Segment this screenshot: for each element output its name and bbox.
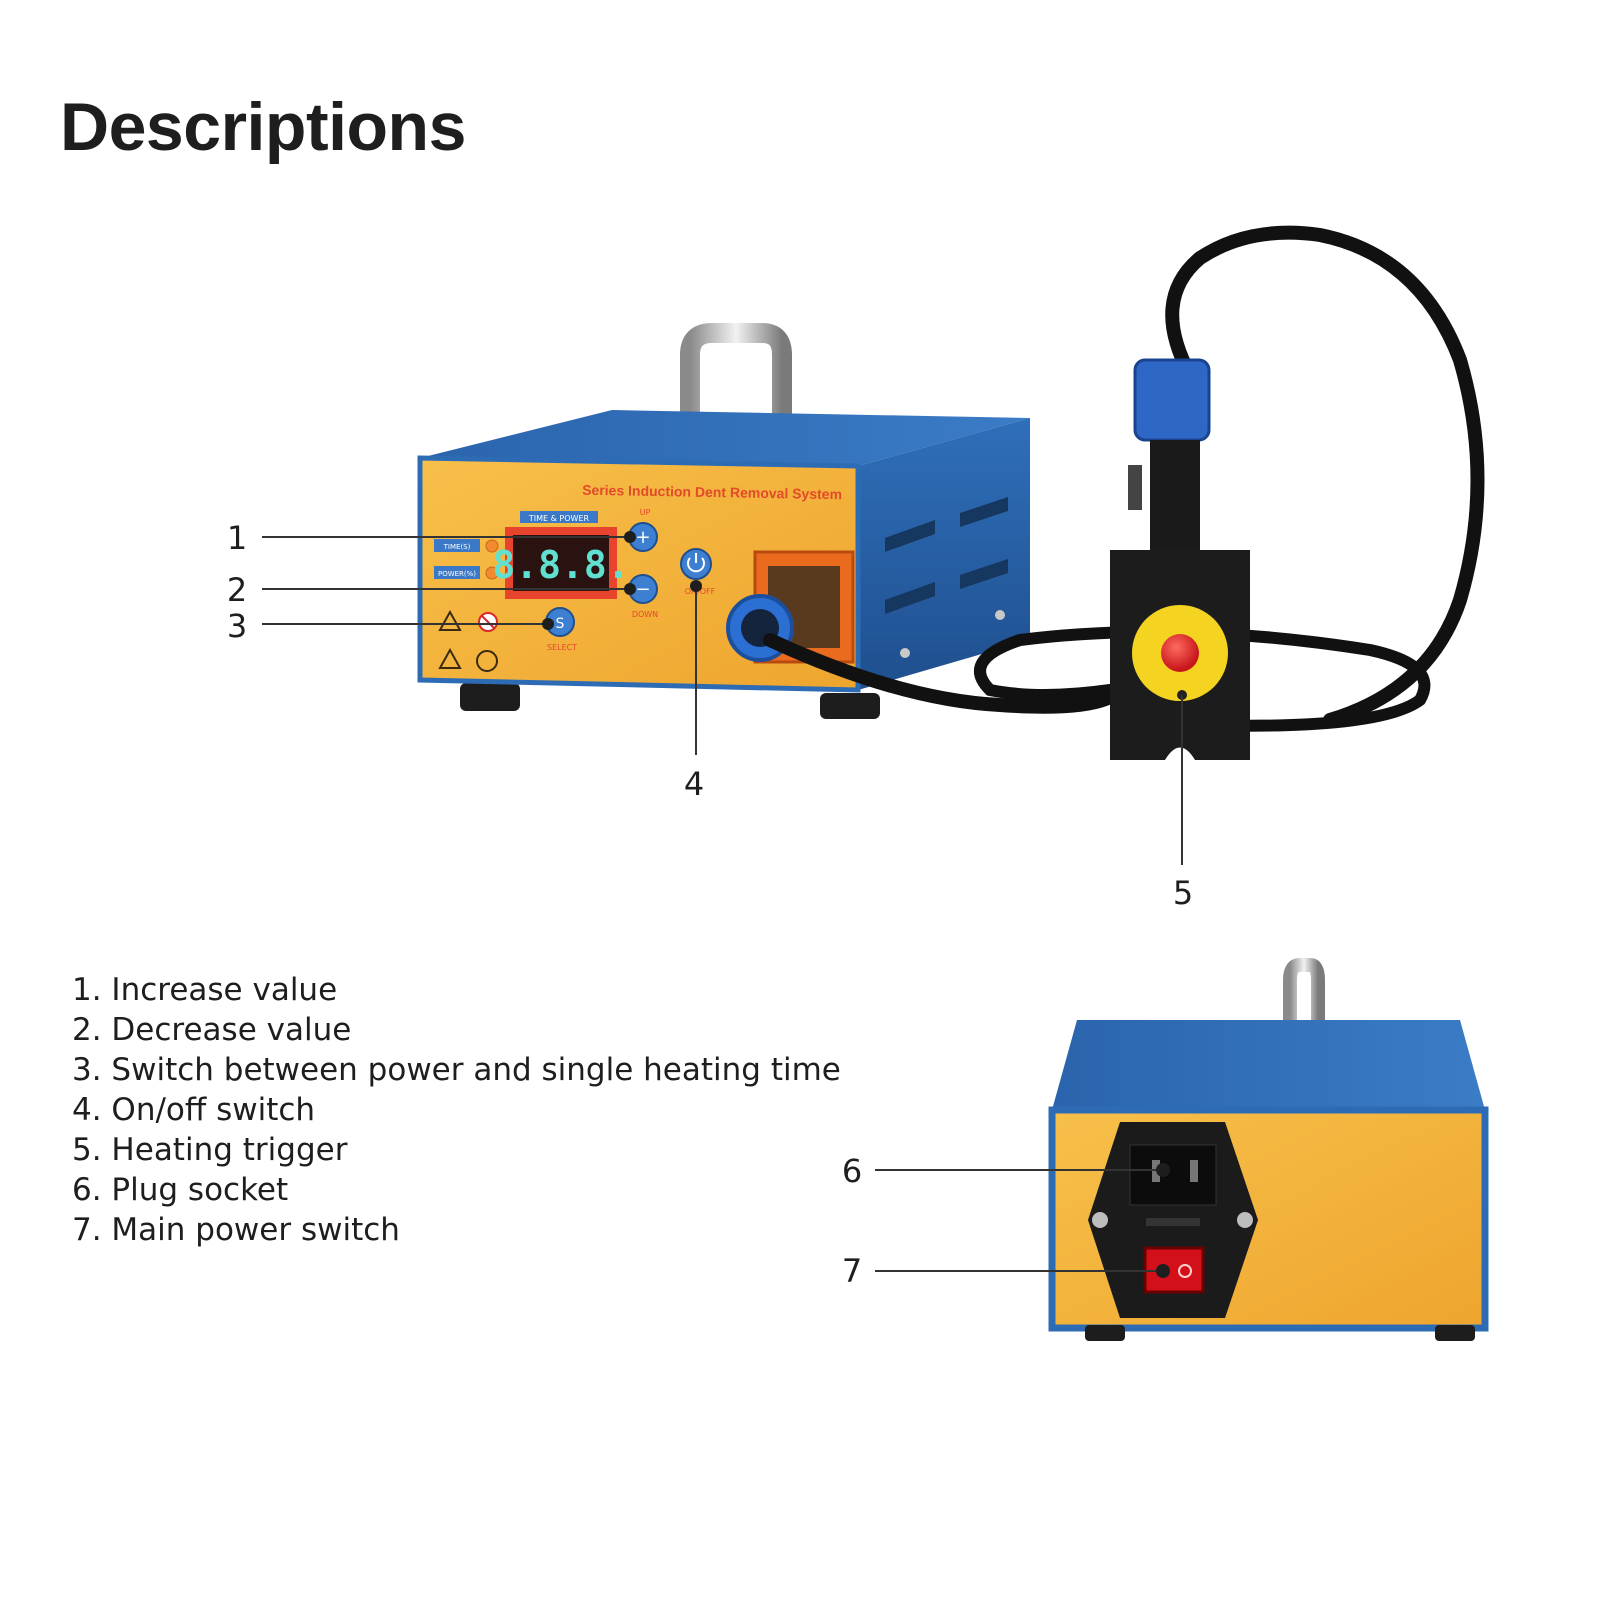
onoff-button[interactable] — [680, 548, 712, 580]
description-item-5: 5. Heating trigger — [72, 1132, 348, 1168]
time-label: TIME(S) — [443, 543, 471, 551]
description-item-2: 2. Decrease value — [72, 1012, 352, 1048]
mode-label-box — [520, 511, 598, 523]
induction-handpiece — [1110, 358, 1250, 760]
heating-trigger-button[interactable] — [1161, 634, 1199, 672]
fuse-drawer — [1146, 1218, 1200, 1226]
rear-case-top — [1052, 1020, 1485, 1110]
screw — [900, 648, 910, 658]
foot — [460, 683, 520, 711]
power-indicator — [434, 566, 480, 579]
foot — [820, 693, 880, 719]
handpiece-neck — [1150, 440, 1200, 558]
led-display-value: 8.8.8. — [492, 543, 629, 587]
foot — [1435, 1325, 1475, 1341]
onoff-label: ON/OFF — [685, 587, 716, 596]
page-title: Descriptions — [60, 89, 466, 165]
description-list: 1. Increase value 2. Decrease value 3. S… — [72, 970, 841, 1250]
mode-label: TIME & POWER — [528, 514, 590, 523]
screw — [995, 610, 1005, 620]
callout-1: 1 — [227, 519, 247, 557]
main-unit-rear — [1048, 958, 1489, 1341]
panel-title: Series Induction Dent Removal System — [582, 482, 842, 503]
minus-icon: − — [635, 579, 650, 600]
case-top — [420, 410, 1030, 466]
screw — [1237, 1212, 1253, 1228]
callout-5: 5 — [1173, 874, 1193, 912]
select-label: SELECT — [547, 643, 577, 652]
rear-handle — [1283, 958, 1325, 1090]
description-item-1: 1. Increase value — [72, 972, 338, 1008]
down-label: DOWN — [632, 610, 658, 619]
case-side — [858, 418, 1030, 690]
description-item-3: 3. Switch between power and single heati… — [72, 1052, 841, 1088]
time-led — [485, 539, 499, 553]
handpiece-latch — [1128, 465, 1142, 510]
callout-dots — [542, 531, 1170, 1278]
foot — [1085, 1325, 1125, 1341]
callout-7: 7 — [842, 1252, 862, 1290]
side-vents — [885, 497, 1008, 614]
time-indicator — [434, 539, 480, 552]
description-item-6: 6. Plug socket — [72, 1172, 289, 1208]
main-unit-front: Series Induction Dent Removal System TIM… — [417, 323, 1030, 719]
power-led — [485, 566, 499, 580]
callout-2: 2 — [227, 571, 247, 609]
handpiece-blue-collar — [1133, 358, 1211, 442]
switch-off-icon — [1178, 1264, 1192, 1278]
socket-pin — [1190, 1160, 1198, 1182]
led-display — [513, 535, 609, 591]
description-item-7: 7. Main power switch — [72, 1212, 400, 1248]
callout-3: 3 — [227, 607, 247, 645]
callout-4: 4 — [684, 765, 704, 803]
manual-icon — [476, 650, 498, 672]
plus-icon: + — [635, 527, 650, 548]
screw — [1092, 1212, 1108, 1228]
callout-6: 6 — [842, 1152, 862, 1190]
select-glyph: S — [556, 616, 565, 632]
up-label: UP — [640, 508, 651, 517]
description-item-4: 4. On/off switch — [72, 1092, 316, 1128]
warning-icon — [438, 647, 462, 669]
power-label: POWER(%) — [438, 570, 476, 578]
plug-socket[interactable] — [1129, 1144, 1217, 1206]
power-icon — [687, 557, 705, 573]
prohibition-icon-slash — [481, 615, 495, 629]
carry-handle — [680, 323, 792, 460]
callout-lines — [262, 536, 1183, 1272]
warning-icon — [438, 609, 462, 631]
